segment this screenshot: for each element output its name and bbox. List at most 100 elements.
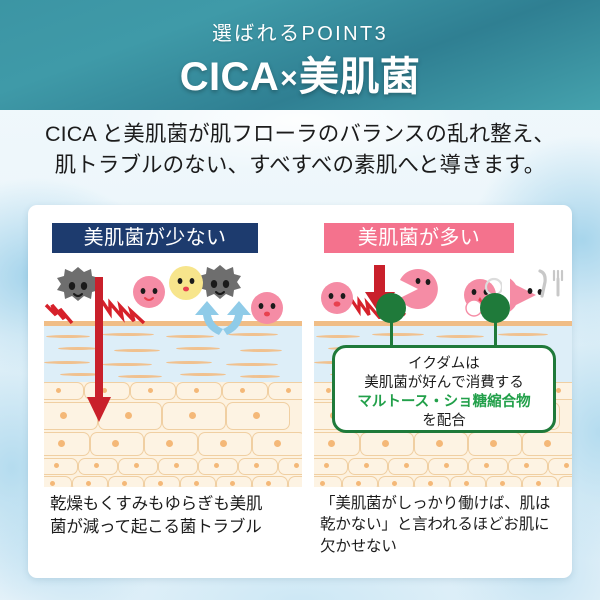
lead-line-2: 肌トラブルのない、すべすべの素肌へと導きます。 xyxy=(54,152,546,177)
corneum-wave xyxy=(44,361,90,364)
corneum-wave xyxy=(118,375,162,378)
cell-nucleus xyxy=(220,440,227,447)
cell-nucleus xyxy=(524,463,529,468)
skin-cell xyxy=(314,458,348,475)
cell-nucleus xyxy=(240,388,245,393)
cell-nucleus xyxy=(356,481,361,486)
cell-nucleus xyxy=(286,388,291,393)
title-bihadakin: 美肌菌 xyxy=(299,55,421,99)
skin-surface-line xyxy=(44,321,302,326)
damage-lightning-icon xyxy=(44,303,74,325)
title-cica: CICA xyxy=(179,55,280,99)
caption-low-bacteria: 乾燥もくすみもゆらぎも美肌 菌が減って起こる菌トラブル xyxy=(50,493,300,539)
page-title: CICA×美肌菌 xyxy=(0,44,600,102)
skin-cell xyxy=(278,458,302,475)
cell-nucleus xyxy=(112,440,119,447)
penetration-arrow-icon xyxy=(87,277,111,422)
cell-nucleus xyxy=(556,388,561,393)
corneum-wave xyxy=(166,335,214,338)
skin-illustration-low xyxy=(44,263,302,487)
ikudam-callout-box: イクダムは 美肌菌が好んで消費する マルトース・ショ糖縮合物 を配合 xyxy=(332,345,556,433)
corneum-wave xyxy=(240,375,280,378)
cell-nucleus xyxy=(444,463,449,468)
cell-nucleus xyxy=(148,388,153,393)
title-times-symbol: × xyxy=(280,62,299,95)
good-bacteria-icon xyxy=(133,276,165,308)
caption-high-line-1: 「美肌菌がしっかり働けば、肌は xyxy=(320,495,551,512)
good-bacteria-icon xyxy=(251,292,283,324)
good-bacteria-with-cutlery-icon xyxy=(510,269,564,312)
good-bacteria-icon xyxy=(169,266,203,300)
cell-nucleus xyxy=(382,440,389,447)
skin-surface-line xyxy=(314,321,572,326)
cell-nucleus xyxy=(58,440,65,447)
cell-nucleus xyxy=(544,440,551,447)
panel-high-bacteria: 美肌菌が多い xyxy=(314,205,572,578)
skin-cell xyxy=(314,432,360,456)
corneum-wave xyxy=(226,363,278,366)
skin-cell xyxy=(288,476,302,487)
cell-nucleus xyxy=(536,481,541,486)
skin-cell xyxy=(44,476,72,487)
header-banner: 選ばれるPOINT3 CICA×美肌菌 xyxy=(0,0,600,110)
callout-line-1: イクダムは xyxy=(408,356,480,372)
cell-nucleus xyxy=(102,388,107,393)
skin-illustration-high: イクダムは 美肌菌が好んで消費する マルトース・ショ糖縮合物 を配合 xyxy=(314,263,572,487)
skin-cell xyxy=(44,458,78,475)
skin-cell xyxy=(130,382,176,400)
caption-low-line-1: 乾燥もくすみもゆらぎも美肌 xyxy=(50,495,263,513)
good-bacteria-icon xyxy=(321,282,353,314)
cell-nucleus xyxy=(125,412,132,419)
cell-nucleus xyxy=(564,463,569,468)
callout-line-2: 美肌菌が好んで消費する xyxy=(364,375,524,392)
cell-nucleus xyxy=(194,388,199,393)
skin-cell xyxy=(314,476,342,487)
callout-line-4: を配合 xyxy=(422,413,466,430)
corneum-wave xyxy=(316,335,360,338)
bacteria-escape-arrows-icon xyxy=(195,301,251,335)
cell-nucleus xyxy=(253,412,260,419)
cell-nucleus xyxy=(54,463,59,468)
cell-nucleus xyxy=(166,440,173,447)
caption-high-bacteria: 「美肌菌がしっかり働けば、肌は 乾かない」と言われるほどお肌に 欠かせない xyxy=(320,493,570,557)
cell-nucleus xyxy=(484,463,489,468)
cell-nucleus xyxy=(428,481,433,486)
corneum-wave xyxy=(58,347,98,350)
cell-nucleus xyxy=(328,440,335,447)
ikudam-pin-head-icon xyxy=(376,293,406,323)
ikudam-pin-head-icon xyxy=(480,293,510,323)
cell-nucleus xyxy=(174,463,179,468)
cell-nucleus xyxy=(230,481,235,486)
header-kicker: 選ばれるPOINT3 xyxy=(211,23,389,45)
skin-cell xyxy=(268,382,302,400)
bad-bacteria-icon xyxy=(57,267,99,301)
corneum-wave xyxy=(60,373,102,376)
cell-nucleus xyxy=(500,481,505,486)
corneum-wave xyxy=(176,347,220,350)
lead-line-1: CICA と美肌菌が肌フローラのバランスの乱れ整え、 xyxy=(44,122,556,146)
skin-cell xyxy=(44,432,90,456)
callout-line-3-highlight: マルトース・ショ糖縮合物 xyxy=(357,394,531,411)
cell-nucleus xyxy=(254,463,259,468)
corneum-wave xyxy=(498,333,548,336)
lead-paragraph: CICA と美肌菌が肌フローラのバランスの乱れ整え、 肌トラブルのない、すべすべ… xyxy=(0,119,600,180)
cell-nucleus xyxy=(324,463,329,468)
cell-nucleus xyxy=(194,481,199,486)
cell-nucleus xyxy=(436,440,443,447)
cell-nucleus xyxy=(189,412,196,419)
caption-high-line-3: 欠かせない xyxy=(320,537,397,555)
panel-label-low: 美肌菌が少ない xyxy=(52,223,258,253)
comparison-card: 美肌菌が少ない xyxy=(28,205,572,578)
skin-cell xyxy=(44,402,98,430)
corneum-wave xyxy=(166,361,212,364)
skin-cell xyxy=(548,458,572,475)
corneum-wave xyxy=(114,349,160,352)
cell-nucleus xyxy=(464,481,469,486)
cell-nucleus xyxy=(364,463,369,468)
caption-high-line-2: 乾かない」と言われるほどお肌に xyxy=(320,516,550,534)
cell-nucleus xyxy=(266,481,271,486)
cell-nucleus xyxy=(274,440,281,447)
cell-nucleus xyxy=(326,388,331,393)
bad-bacteria-icon xyxy=(199,265,241,299)
panel-label-high: 美肌菌が多い xyxy=(324,223,514,253)
